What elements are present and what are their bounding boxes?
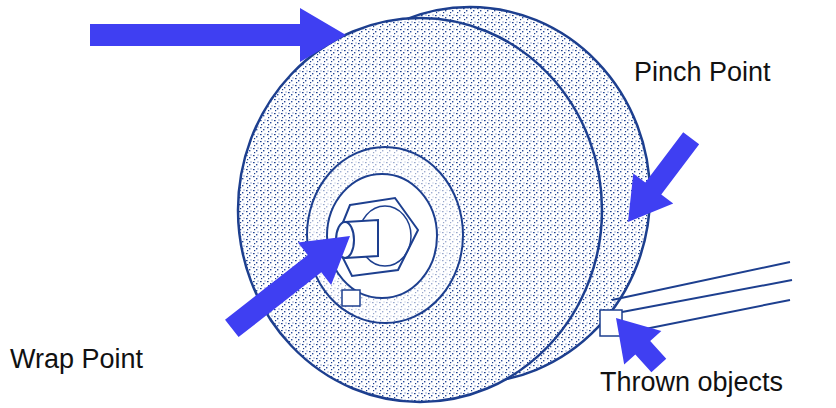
- callout-label: Thrown objects: [600, 366, 783, 398]
- bolt: [342, 290, 360, 306]
- wheel-front: [238, 18, 602, 402]
- callout-label: Wrap Point: [10, 343, 143, 375]
- hub-inner: [327, 174, 437, 298]
- pointer-arrow: [215, 215, 366, 350]
- tool-rest: [612, 262, 790, 300]
- pointer-arrow: [90, 8, 346, 62]
- pointer-arrow: [608, 123, 711, 237]
- callout-label: Pinch Point: [634, 56, 771, 88]
- tool-rest: [622, 280, 792, 312]
- hub-ring: [307, 147, 463, 323]
